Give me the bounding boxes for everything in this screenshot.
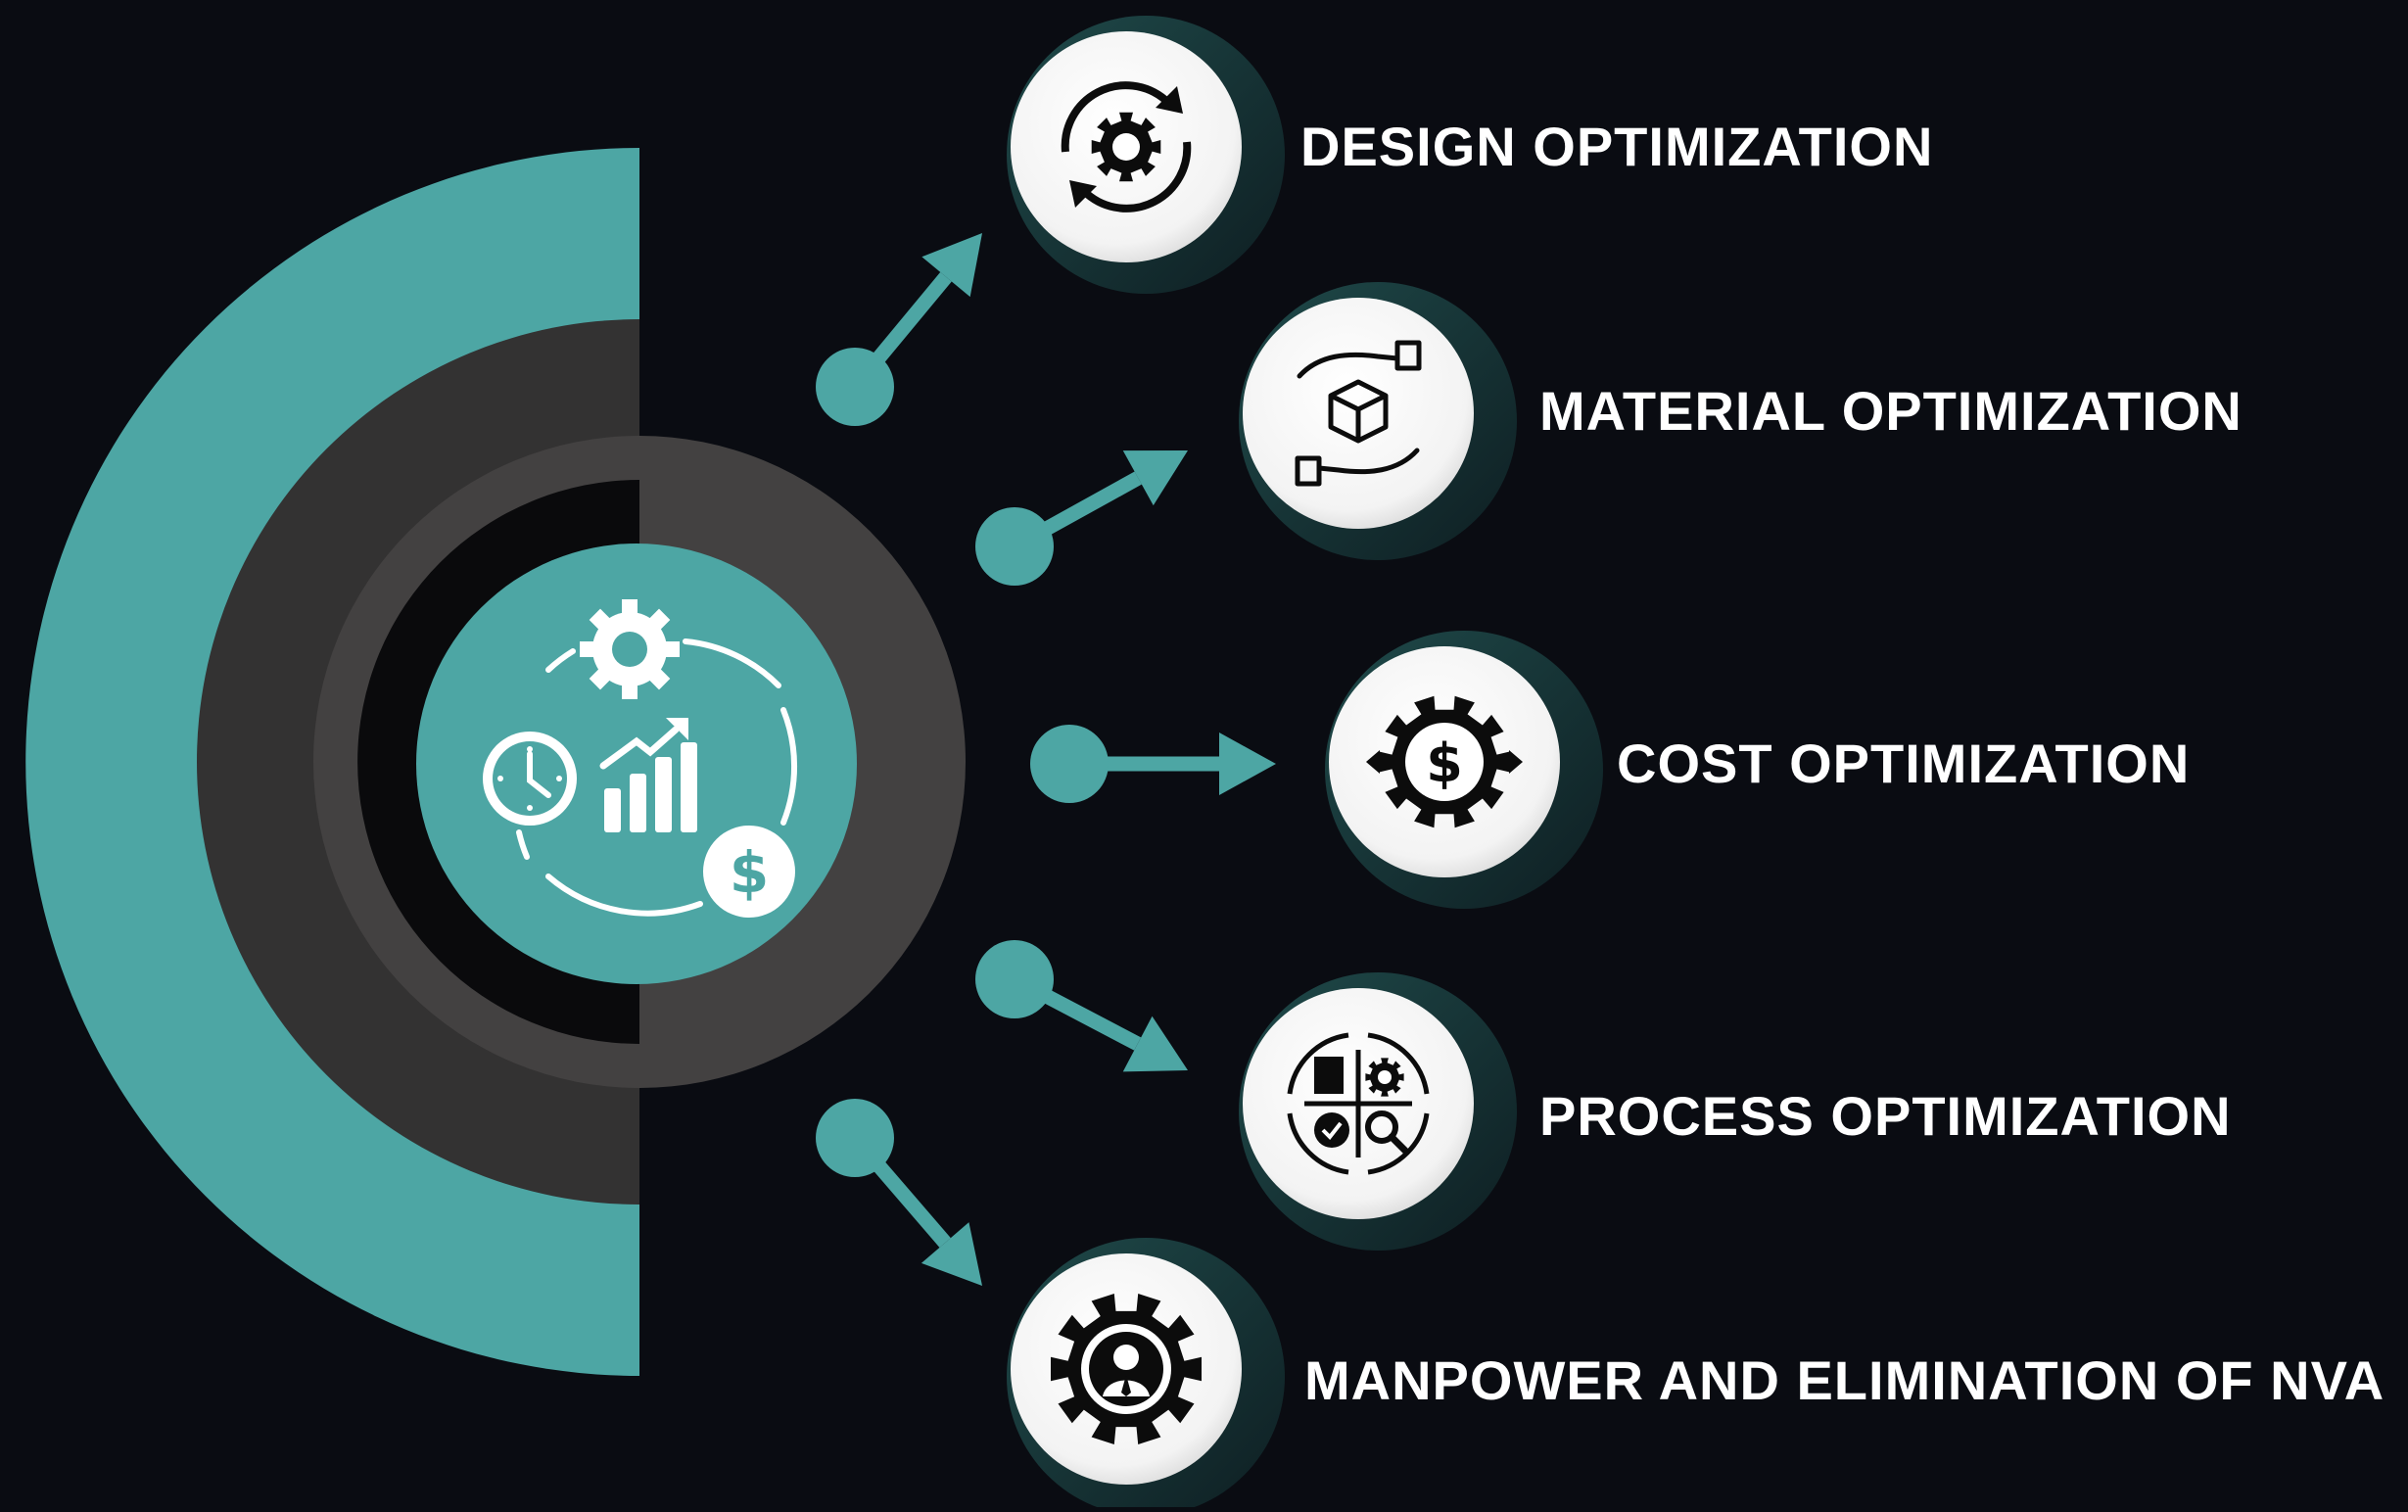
connector-arrow-4 bbox=[975, 940, 1188, 1072]
bar-chart-growth-icon bbox=[599, 718, 697, 832]
gear-cycle-icon bbox=[1061, 81, 1192, 213]
connectors bbox=[816, 233, 1276, 1286]
node-2 bbox=[1239, 282, 1517, 560]
node-3: $ bbox=[1325, 631, 1603, 909]
gear-icon bbox=[580, 599, 680, 699]
arrow-head bbox=[1122, 450, 1188, 506]
hands-box-icon bbox=[1295, 340, 1422, 487]
svg-text:$: $ bbox=[730, 839, 769, 906]
process-quadrant-icon bbox=[1287, 1032, 1430, 1175]
clock-icon bbox=[483, 732, 577, 826]
connector-arrow-3 bbox=[1030, 725, 1276, 803]
worker-gear-icon bbox=[1051, 1294, 1202, 1444]
item-label-material: MATERIAL OPTIMIZATION bbox=[1539, 380, 2243, 442]
arrow-head bbox=[921, 1222, 982, 1286]
connector-dot bbox=[1030, 725, 1109, 803]
item-label-manpower: MANPOWER AND ELIMINATION OF NVA bbox=[1304, 1349, 2385, 1411]
node-4 bbox=[1239, 972, 1517, 1251]
dollar-icon: $ bbox=[703, 826, 795, 918]
connector-arrow-1 bbox=[816, 233, 982, 426]
dollar-gear-icon: $ bbox=[1366, 695, 1523, 828]
connector-dot bbox=[816, 348, 894, 426]
nodes: $ bbox=[1007, 16, 1603, 1512]
node-5 bbox=[1007, 1238, 1285, 1512]
hub-graphic: $ bbox=[25, 148, 966, 1376]
item-label-process: PROCESS OPTIMIZATION bbox=[1539, 1085, 2232, 1147]
connector-dot bbox=[975, 940, 1054, 1018]
svg-text:$: $ bbox=[1426, 732, 1463, 794]
arrow-head bbox=[1219, 732, 1276, 795]
item-label-cost: COST OPTIMIZATION bbox=[1617, 732, 2191, 794]
node-1 bbox=[1007, 16, 1285, 294]
item-label-design: DESIGN OPTIMIZATION bbox=[1300, 116, 1934, 177]
connector-arrow-5 bbox=[816, 1099, 982, 1286]
arrow-head bbox=[921, 233, 982, 298]
connector-dot bbox=[975, 507, 1054, 586]
connector-arrow-2 bbox=[975, 450, 1188, 586]
optimization-cycle-icon bbox=[516, 638, 798, 917]
connector-dot bbox=[816, 1099, 894, 1177]
arrow-head bbox=[1122, 1016, 1188, 1072]
